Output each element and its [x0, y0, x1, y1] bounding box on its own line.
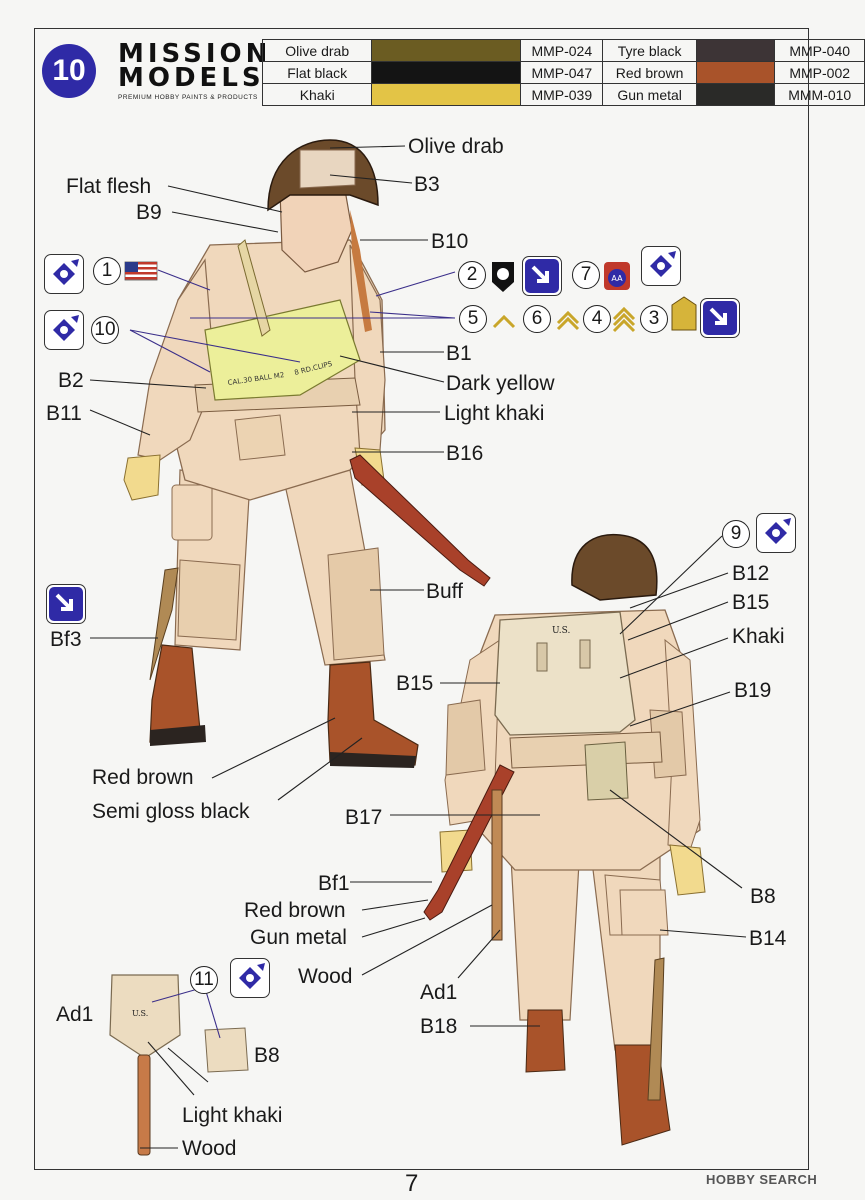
paint-code: MMP-047: [520, 61, 604, 84]
decal-number-1: 1: [93, 257, 121, 285]
leader-lines: [89, 145, 747, 1149]
paint-swatch: [371, 39, 522, 62]
arrow-insignia-icon: [522, 256, 562, 296]
label-b19: B19: [734, 679, 772, 702]
label-ad1-center: Ad1: [420, 981, 458, 1004]
diamond-insignia-icon: [44, 310, 84, 350]
label-flat-flesh: Flat flesh: [66, 175, 152, 198]
arrow-insignia-icon: [46, 584, 86, 624]
label-b11: B11: [46, 402, 82, 425]
diamond-insignia-icon: [756, 513, 796, 553]
label-light-khaki-accessory: Light khaki: [182, 1104, 283, 1127]
arrow-insignia-icon: [700, 298, 740, 338]
decal-82-text: AA: [611, 274, 623, 283]
label-semi-gloss-black: Semi gloss black: [92, 800, 250, 823]
label-buff: Buff: [426, 580, 463, 603]
paint-code: MMP-039: [520, 83, 604, 106]
paint-swatch: [695, 39, 776, 62]
paint-swatch-color: [696, 84, 775, 105]
decal-number-3: 3: [640, 305, 668, 333]
brand-line-2: MODELS: [118, 63, 265, 93]
decal-eagle-patch: [492, 262, 514, 292]
label-wood-accessory: Wood: [182, 1137, 237, 1160]
diamond-insignia-icon: [641, 246, 681, 286]
label-olive-drab: Olive drab: [408, 135, 504, 158]
diamond-insignia-icon: [44, 254, 84, 294]
label-red-brown-back: Red brown: [244, 899, 346, 922]
label-b16: B16: [446, 442, 484, 465]
pack-us-print: U.S.: [552, 626, 570, 636]
paint-code: MMP-002: [774, 61, 865, 84]
label-b15-right: B15: [732, 591, 770, 614]
label-bf1: Bf1: [318, 872, 350, 895]
paint-name: Flat black: [261, 61, 373, 84]
step-number-badge: 10: [42, 44, 96, 98]
decal-82-patch: AA: [604, 262, 630, 290]
label-b18: B18: [420, 1015, 458, 1038]
label-b8-right: B8: [750, 885, 776, 908]
label-b1: B1: [446, 342, 472, 365]
label-bf3: Bf3: [50, 628, 82, 651]
label-b10: B10: [431, 230, 469, 253]
paint-swatch: [695, 83, 776, 106]
label-b17: B17: [345, 806, 383, 829]
back-figure: U.S.: [423, 533, 706, 1146]
paint-swatch-color: [696, 62, 775, 83]
decal-flag: [124, 261, 158, 281]
paint-swatch: [371, 83, 522, 106]
label-khaki: Khaki: [732, 625, 785, 648]
decal-number-9: 9: [722, 520, 750, 548]
paint-swatch-color: [696, 40, 775, 61]
paint-name: Gun metal: [602, 83, 697, 106]
brand-line-1: MISSION: [118, 39, 272, 69]
label-dark-yellow: Dark yellow: [446, 372, 555, 395]
label-b12: B12: [732, 562, 770, 585]
label-b15-left: B15: [396, 672, 434, 695]
paint-swatch-color: [372, 40, 521, 61]
paint-name: Red brown: [602, 61, 697, 84]
front-figure: CAL.30 BALL M2 8 RD.CLIPS: [123, 139, 491, 768]
paint-swatch-color: [372, 84, 521, 105]
paint-name: Tyre black: [602, 39, 697, 62]
brand-logo: MISSION MODELS PREMIUM HOBBY PAINTS & PR…: [118, 39, 272, 101]
watermark: HOBBY SEARCH: [706, 1172, 818, 1187]
decal-number-10: 10: [91, 316, 119, 344]
label-ad1-left: Ad1: [56, 1003, 94, 1026]
accessories: U.S.: [109, 974, 249, 1156]
decal-number-11: 11: [190, 966, 218, 994]
decal-number-5: 5: [459, 305, 487, 333]
decal-number-6: 6: [523, 305, 551, 333]
decal-number-4: 4: [583, 305, 611, 333]
label-b8-left: B8: [254, 1044, 280, 1067]
label-b3: B3: [414, 173, 440, 196]
paint-code: MMM-010: [774, 83, 865, 106]
diamond-insignia-icon: [230, 958, 270, 998]
page-frame: [34, 28, 809, 1170]
paint-swatch-color: [372, 62, 521, 83]
decal-number-7: 7: [572, 261, 600, 289]
page-number: 7: [405, 1170, 419, 1197]
label-wood-back: Wood: [298, 965, 353, 988]
label-gun-metal: Gun metal: [250, 926, 347, 949]
brand-tagline: PREMIUM HOBBY PAINTS & PRODUCTS: [118, 94, 258, 101]
shovel-us-print: U.S.: [132, 1009, 148, 1018]
label-b2: B2: [58, 369, 84, 392]
decal-number-2: 2: [458, 261, 486, 289]
label-b14: B14: [749, 927, 787, 950]
label-red-brown-front: Red brown: [92, 766, 194, 789]
label-light-khaki-front: Light khaki: [444, 402, 545, 425]
rank-chevrons: [492, 296, 697, 333]
paint-name: Olive drab: [261, 39, 373, 62]
paint-code: MMP-024: [520, 39, 604, 62]
paint-name: Khaki: [261, 83, 373, 106]
label-b9: B9: [136, 201, 162, 224]
